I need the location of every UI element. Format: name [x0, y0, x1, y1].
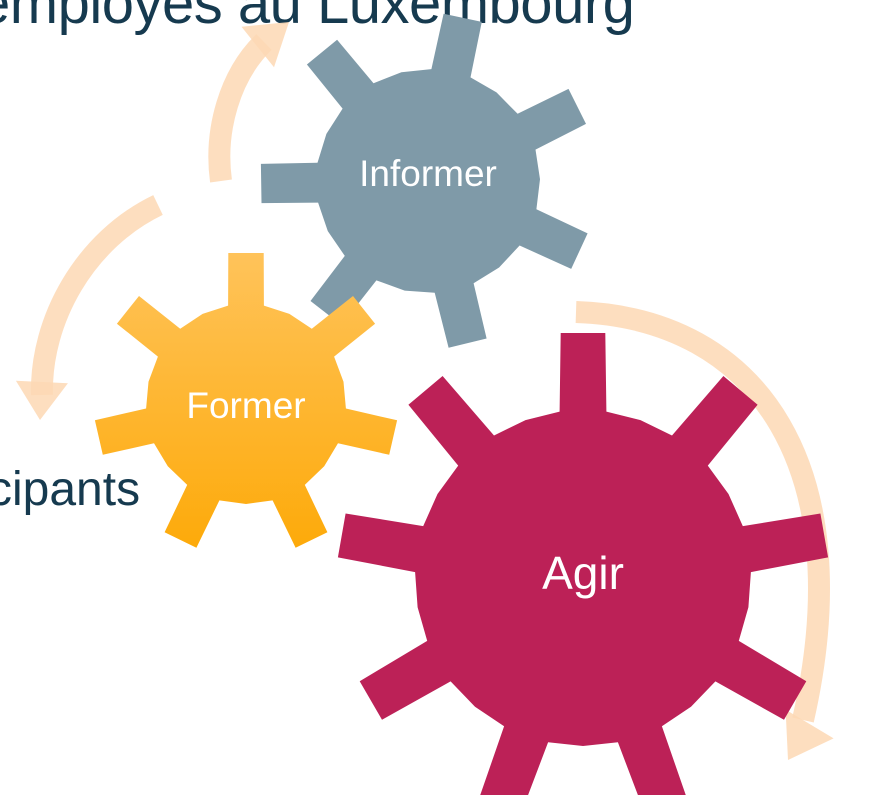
agir-label: Agir: [542, 547, 624, 599]
cycle-arrow-to-former: [30, 195, 163, 396]
former-gear: [94, 253, 398, 548]
arrowhead-to-former: [15, 380, 68, 420]
arrowhead-to-agir: [785, 709, 834, 760]
participants-text-fragment: cipants: [0, 463, 141, 516]
cycle-arrow-to-informer: [208, 34, 272, 183]
agir-gear: [337, 333, 829, 795]
former-label: Former: [186, 385, 305, 426]
cycle-arrow-to-agir: [575, 301, 830, 723]
arrowhead-to-informer: [241, 22, 289, 68]
informer-gear: [260, 13, 588, 348]
informer-label: Informer: [359, 153, 497, 194]
heading-text: employés au Luxembourg: [0, 0, 635, 36]
